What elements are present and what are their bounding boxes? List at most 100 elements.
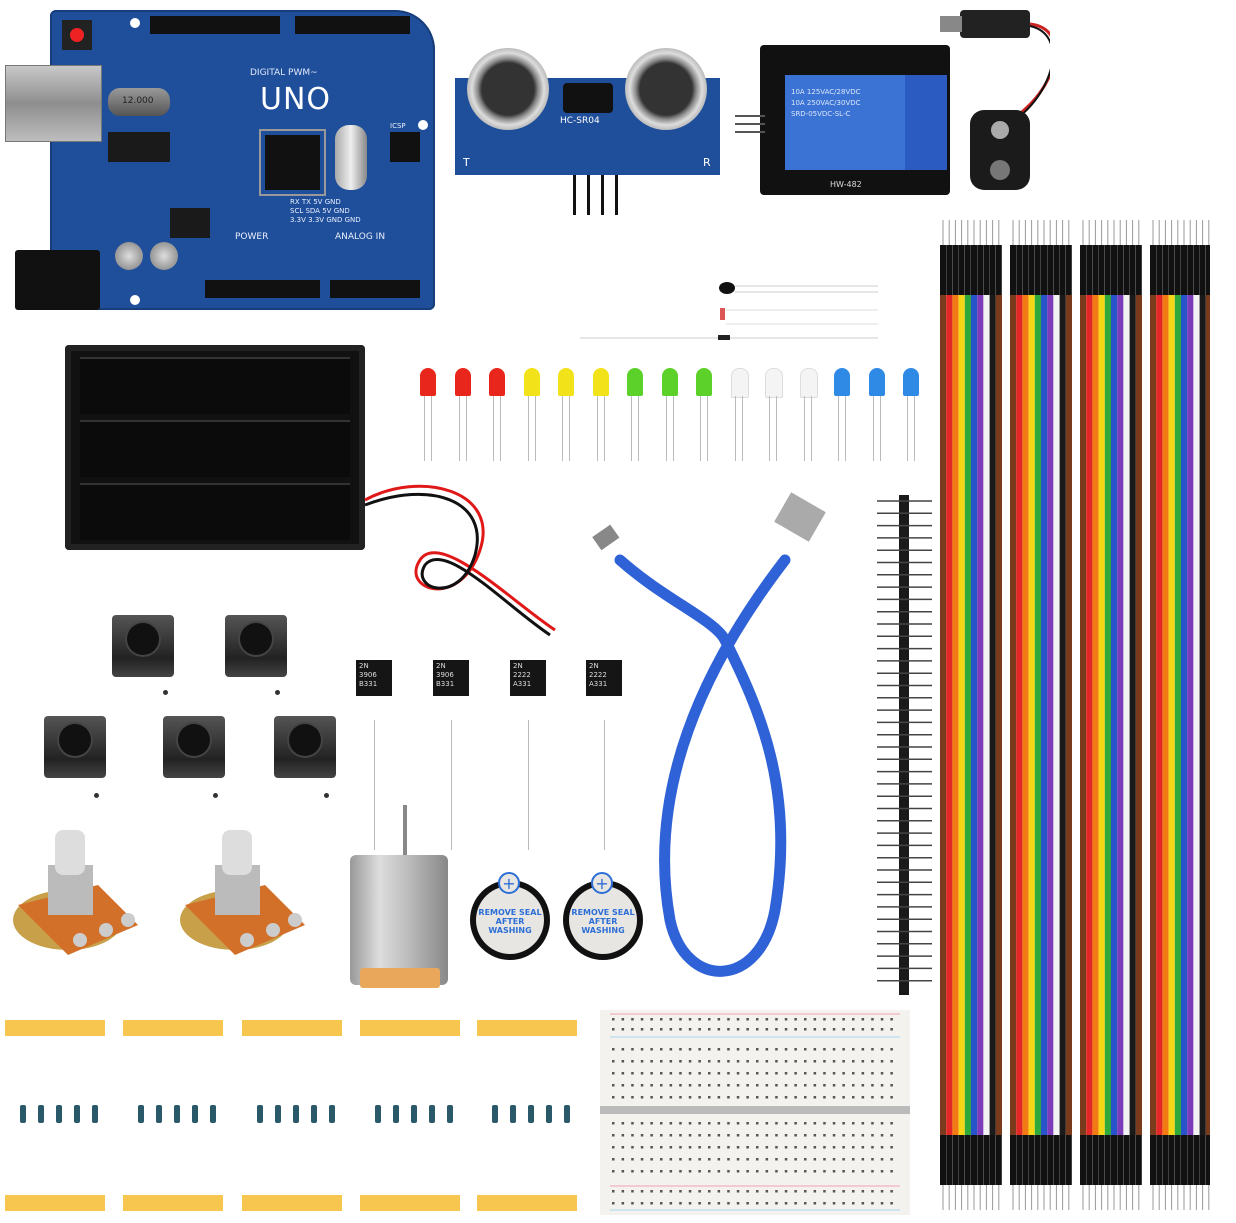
jumper-connector xyxy=(1028,245,1035,295)
jumper-wire xyxy=(1016,295,1023,1135)
led xyxy=(903,368,919,396)
jumper-connector xyxy=(1092,245,1099,295)
jumper-connector xyxy=(1065,1135,1072,1185)
resistor-tape xyxy=(360,1020,460,1036)
jumper-wire xyxy=(940,295,947,1135)
led-lead xyxy=(603,396,605,461)
led xyxy=(696,368,712,396)
jumper-wire xyxy=(1111,295,1118,1135)
resistor xyxy=(329,1105,335,1123)
digital-header-right xyxy=(295,16,410,34)
transmitter-label: T xyxy=(463,156,470,169)
capacitor xyxy=(150,242,178,270)
jumper-connector xyxy=(1150,1135,1156,1185)
dc-plug-tip xyxy=(940,16,962,32)
resistor xyxy=(546,1105,552,1123)
led-lead xyxy=(700,396,701,461)
sensor-pin xyxy=(587,175,590,215)
jumper-connector xyxy=(977,245,984,295)
breadboard-holes xyxy=(610,1013,900,1211)
led-lead xyxy=(458,396,460,461)
jumper-connector xyxy=(946,1135,953,1185)
capacitor xyxy=(115,242,143,270)
led-lead xyxy=(872,396,874,461)
power-header xyxy=(205,280,320,298)
jumper-connector xyxy=(1041,1135,1047,1185)
jumper-connector xyxy=(1129,245,1136,295)
mount-hole xyxy=(130,295,140,305)
led-lead xyxy=(741,396,743,461)
resistor xyxy=(393,1105,399,1123)
led-lead xyxy=(845,396,846,461)
jumper-connector xyxy=(1086,1135,1093,1185)
jumper-connector xyxy=(1034,1135,1041,1185)
plus-icon: + xyxy=(498,872,520,894)
led xyxy=(730,368,749,398)
jumper-wires xyxy=(940,220,1210,1210)
resistor xyxy=(92,1105,98,1123)
resistor xyxy=(257,1105,263,1123)
led-lead xyxy=(631,396,632,461)
led xyxy=(454,368,471,396)
led xyxy=(558,368,574,396)
jumper-connector xyxy=(958,245,965,295)
jumper-connector xyxy=(1117,245,1124,295)
jumper-connector xyxy=(1092,1135,1099,1185)
jumper-connector xyxy=(1123,1135,1130,1185)
jumper-connector xyxy=(1080,1135,1086,1185)
jumper-wire xyxy=(1010,295,1017,1135)
resistor xyxy=(311,1105,317,1123)
jumper-connector xyxy=(1065,245,1072,295)
button-dot xyxy=(163,690,168,695)
jumper-wire xyxy=(1129,295,1136,1135)
button-dot xyxy=(94,793,99,798)
push-button xyxy=(274,716,336,778)
jumper-connector xyxy=(1156,245,1163,295)
jumper-connector xyxy=(983,1135,990,1185)
jumper-wire xyxy=(1092,295,1099,1135)
jumper-connector xyxy=(1162,245,1169,295)
jumper-connector xyxy=(1156,1135,1163,1185)
mini-usb-plug xyxy=(592,524,620,551)
jumper-connector xyxy=(1168,1135,1175,1185)
battery-slot xyxy=(80,420,350,477)
pin-labels: RX TX 5V GND SCL SDA 5V GND 3.3V 3.3V GN… xyxy=(290,198,361,224)
jumper-connector xyxy=(971,245,977,295)
led xyxy=(420,368,436,396)
jumper-wire xyxy=(1123,295,1130,1135)
led xyxy=(868,368,885,396)
jumper-connector xyxy=(989,245,996,295)
mount-hole xyxy=(418,120,428,130)
sensor-pin xyxy=(573,175,576,215)
crystal-text: 12.000 xyxy=(122,96,154,106)
resistor-tape xyxy=(242,1195,342,1211)
jumper-connector xyxy=(1150,245,1156,295)
led-lead xyxy=(638,396,639,461)
led-lead xyxy=(534,396,536,461)
usb-serial-chip xyxy=(108,132,170,162)
jumper-wire xyxy=(1205,295,1210,1135)
button-dot xyxy=(213,793,218,798)
push-button xyxy=(112,615,174,677)
jumper-connector xyxy=(1104,1135,1111,1185)
jumper-connector xyxy=(952,1135,959,1185)
jumper-wire xyxy=(1028,295,1035,1135)
relay-pins xyxy=(735,115,765,117)
jumper-wire xyxy=(1199,295,1206,1135)
jumper-connector xyxy=(1187,1135,1194,1185)
icsp-header xyxy=(390,132,420,162)
jumper-wire xyxy=(946,295,953,1135)
resistor xyxy=(74,1105,80,1123)
buzzer: REMOVE SEAL AFTER WASHING + xyxy=(563,872,643,960)
resistor xyxy=(510,1105,516,1123)
led-lead xyxy=(672,396,674,461)
led xyxy=(627,368,643,396)
led xyxy=(661,368,678,396)
jumper-connector xyxy=(1098,245,1105,295)
led-lead xyxy=(707,396,708,461)
usb-a-plug xyxy=(774,492,826,542)
potentiometer xyxy=(180,830,305,955)
battery-slot xyxy=(80,483,350,540)
jumper-wire xyxy=(1047,295,1054,1135)
led xyxy=(523,368,540,396)
